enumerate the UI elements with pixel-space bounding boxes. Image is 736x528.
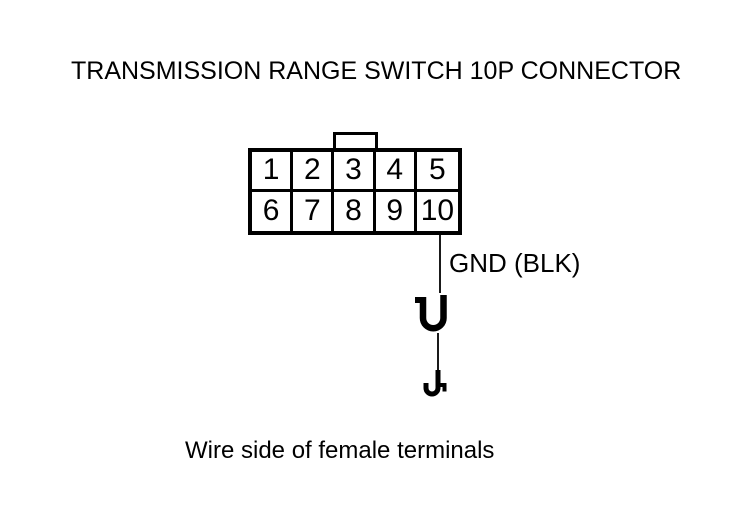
female-terminal-icon (415, 295, 447, 332)
pin-cell-8: 8 (334, 191, 376, 231)
wire-side-caption: Wire side of female terminals (185, 437, 495, 464)
pin-cell-4: 4 (375, 152, 417, 192)
connector-pin-grid: 1 2 3 4 5 6 7 8 9 10 (248, 148, 462, 235)
pin-cell-2: 2 (293, 152, 335, 192)
wire-label-gnd-blk: GND (BLK) (449, 248, 581, 278)
pin-cell-1: 1 (252, 152, 294, 192)
pin-cell-10: 10 (416, 191, 458, 231)
connector-keying-tab (333, 132, 378, 151)
page-title: TRANSMISSION RANGE SWITCH 10P CONNECTOR (71, 57, 682, 85)
pin-cell-3: 3 (334, 152, 376, 192)
pin-cell-7: 7 (293, 191, 335, 231)
ground-hook-icon (423, 370, 447, 397)
pin-cell-6: 6 (252, 191, 294, 231)
pin-cell-9: 9 (375, 191, 417, 231)
pin-cell-5: 5 (416, 152, 458, 192)
